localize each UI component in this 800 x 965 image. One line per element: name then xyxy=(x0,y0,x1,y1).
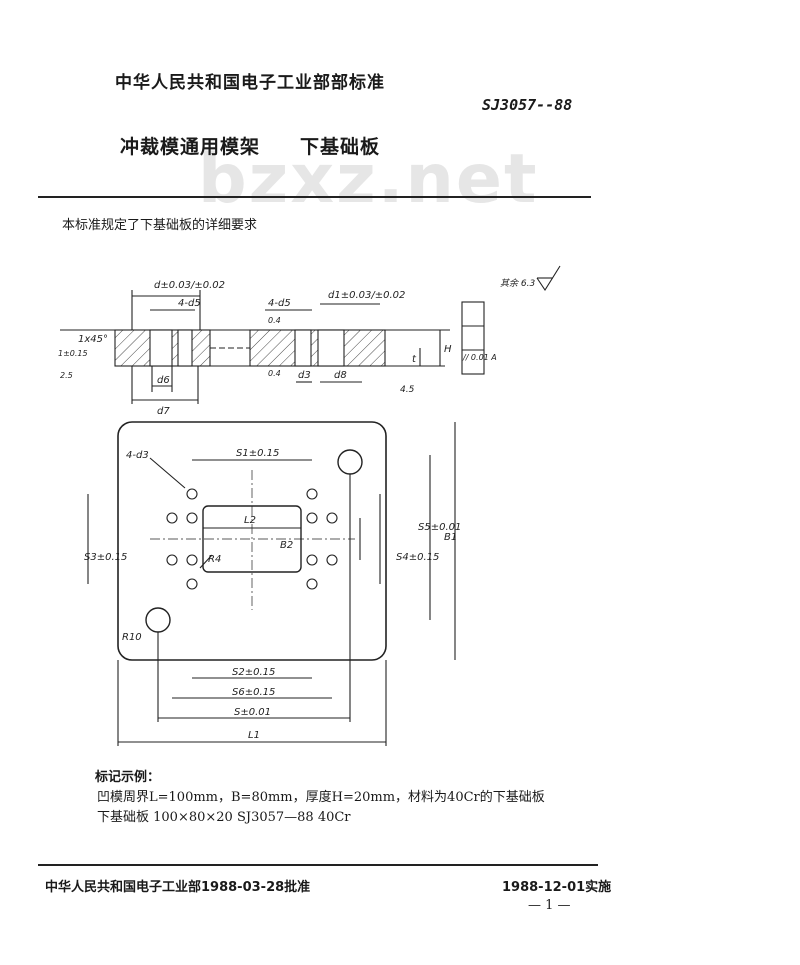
label-d-tol: d±0.03/±0.02 xyxy=(154,280,225,291)
label-l1: L1 xyxy=(248,730,260,741)
label-s: S±0.01 xyxy=(234,707,271,718)
label-s1: S1±0.15 xyxy=(236,448,279,459)
label-d3: d3 xyxy=(298,370,311,381)
label-r04a: 0.4 xyxy=(268,316,281,325)
label-H: H xyxy=(444,344,452,355)
footer-rule xyxy=(38,864,598,866)
header-rule xyxy=(38,196,591,198)
label-roughness: 其余 6.3 xyxy=(500,278,535,289)
watermark: bzxz.net xyxy=(198,140,539,219)
plan-view xyxy=(87,421,456,746)
approval-text: 中华人民共和国电子工业部1988-03-28批准 xyxy=(45,880,311,895)
label-flatness: // 0.01 A xyxy=(462,353,497,362)
label-t-left: 1±0.15 xyxy=(58,349,88,358)
label-s5: S5±0.01 xyxy=(418,522,461,533)
label-4d5-b: 4-d5 xyxy=(268,298,291,309)
label-b2: B2 xyxy=(280,540,293,551)
label-d6: d6 xyxy=(157,375,170,386)
standard-org-header: 中华人民共和国电子工业部部标准 xyxy=(115,73,385,93)
label-4d3: 4-d3 xyxy=(126,450,149,461)
title-main: 冲裁模通用模架 xyxy=(120,136,261,158)
label-d8: d8 xyxy=(334,370,347,381)
example-line-2: 下基础板 100×80×20 SJ3057—88 40Cr xyxy=(97,810,351,825)
effective-date: 1988-12-01实施 xyxy=(502,880,612,895)
label-b1: B1 xyxy=(444,532,457,543)
label-r04b: 0.4 xyxy=(268,369,281,378)
label-t: t xyxy=(412,354,417,365)
label-s3: S3±0.15 xyxy=(84,552,127,563)
label-s6: S6±0.15 xyxy=(232,687,275,698)
page-number: — 1 — xyxy=(528,898,571,913)
label-tol45: 4.5 xyxy=(400,385,415,395)
intro-text: 本标准规定了下基础板的详细要求 xyxy=(62,218,258,233)
label-t-left2: 2.5 xyxy=(60,371,73,380)
label-d1-tol: d1±0.03/±0.02 xyxy=(328,290,405,301)
label-4d5-a: 4-d5 xyxy=(178,298,201,309)
example-title: 标记示例： xyxy=(95,770,161,785)
label-d7: d7 xyxy=(157,406,170,417)
standard-code: SJ3057--88 xyxy=(482,96,573,114)
label-s2: S2±0.15 xyxy=(232,667,275,678)
example-line-1: 凹模周界L=100mm，B=80mm，厚度H=20mm，材料为40Cr的下基础板 xyxy=(97,790,545,805)
label-r10: R10 xyxy=(122,632,142,643)
section-view xyxy=(60,265,561,404)
label-s4: S4±0.15 xyxy=(396,552,439,563)
label-l2: L2 xyxy=(244,515,256,526)
label-chamfer: 1x45° xyxy=(78,334,108,345)
page-title: 冲裁模通用模架 下基础板 xyxy=(120,132,380,159)
label-r4: R4 xyxy=(208,554,221,565)
title-sub: 下基础板 xyxy=(300,136,381,158)
